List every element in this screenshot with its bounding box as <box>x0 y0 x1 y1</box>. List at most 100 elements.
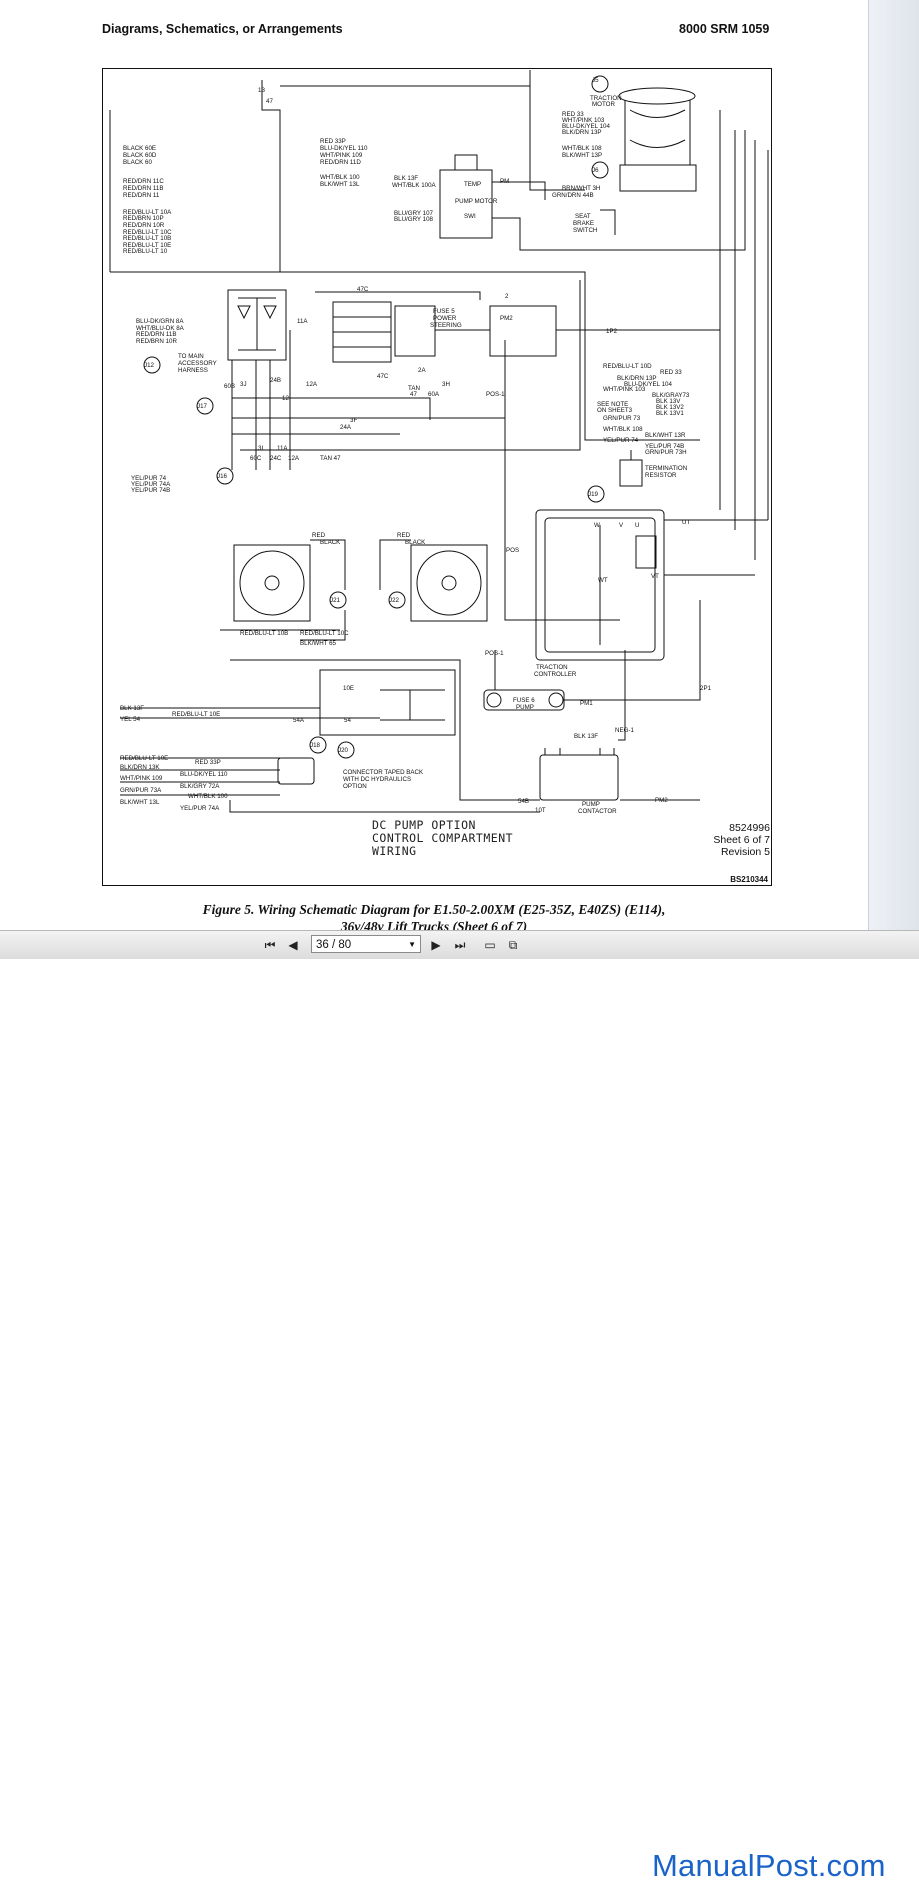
svg-text:TERMINATION: TERMINATION <box>645 465 687 472</box>
svg-text:TRACTION: TRACTION <box>590 95 622 102</box>
prev-page-icon[interactable]: ◀ <box>288 938 298 952</box>
svg-text:POS-1: POS-1 <box>486 391 505 398</box>
svg-text:SWI: SWI <box>464 213 476 220</box>
svg-text:YEL/PUR 74: YEL/PUR 74 <box>603 437 639 444</box>
svg-text:RED/BLU-LT 10E: RED/BLU-LT 10E <box>120 755 168 762</box>
svg-text:J5: J5 <box>592 77 599 84</box>
svg-text:BLK/WHT 65: BLK/WHT 65 <box>300 640 337 647</box>
svg-text:MOTOR: MOTOR <box>592 101 615 108</box>
two-page-icon[interactable]: ⧉ <box>508 938 518 952</box>
svg-text:YEL/PUR 74A: YEL/PUR 74A <box>180 805 220 812</box>
page-number-field[interactable]: 36 / 80 ▼ <box>311 935 421 953</box>
svg-text:RED/BLU-LT 10E: RED/BLU-LT 10E <box>172 711 220 718</box>
svg-text:WHT/PINK 103: WHT/PINK 103 <box>603 386 646 393</box>
svg-text:SEAT: SEAT <box>575 213 591 220</box>
svg-text:BLU/GRY 107: BLU/GRY 107 <box>394 210 434 217</box>
svg-text:3L: 3L <box>258 445 265 452</box>
svg-text:RED/BLU-LT 10B: RED/BLU-LT 10B <box>240 630 288 637</box>
svg-text:PM2: PM2 <box>500 315 513 322</box>
svg-text:BRAKE: BRAKE <box>573 220 594 227</box>
svg-text:J6: J6 <box>592 167 599 174</box>
revision-number: Revision 5 <box>720 846 770 858</box>
svg-text:YEL/PUR 74: YEL/PUR 74 <box>131 475 167 482</box>
svg-text:YEL 54: YEL 54 <box>120 716 141 723</box>
svg-text:POS-1: POS-1 <box>485 650 504 657</box>
svg-text:V: V <box>619 522 624 529</box>
last-page-icon[interactable]: ⏭ <box>454 938 466 952</box>
viewer-side-rail <box>868 0 919 930</box>
svg-text:12A: 12A <box>288 455 300 462</box>
drawing-code: BS210344 <box>730 875 768 884</box>
svg-text:TO MAIN: TO MAIN <box>178 353 204 360</box>
svg-text:POS: POS <box>506 547 519 554</box>
svg-text:3H: 3H <box>442 381 450 388</box>
svg-text:3J: 3J <box>240 381 247 388</box>
svg-text:47C: 47C <box>357 286 369 293</box>
chevron-down-icon[interactable]: ▼ <box>408 940 416 949</box>
svg-text:54B: 54B <box>518 798 529 805</box>
svg-text:PM: PM <box>500 178 509 185</box>
svg-text:RED/BRN 10R: RED/BRN 10R <box>136 338 177 345</box>
svg-text:J22: J22 <box>389 597 400 604</box>
svg-text:J19: J19 <box>588 491 599 498</box>
svg-text:GRN/PUR 73H: GRN/PUR 73H <box>645 449 687 456</box>
watermark-logo: ManualPost.com <box>652 1848 886 1883</box>
svg-text:RESISTOR: RESISTOR <box>645 472 677 479</box>
svg-text:OPTION: OPTION <box>343 783 367 790</box>
svg-text:54A: 54A <box>293 717 305 724</box>
svg-text:60A: 60A <box>428 391 440 398</box>
svg-text:GRN/PUR 73: GRN/PUR 73 <box>603 415 641 422</box>
svg-text:WT: WT <box>598 577 608 584</box>
svg-text:24B: 24B <box>270 377 281 384</box>
svg-text:PUMP: PUMP <box>582 801 600 808</box>
svg-text:BLK/DRN 13K: BLK/DRN 13K <box>120 764 160 771</box>
svg-text:BLK 13V2: BLK 13V2 <box>656 404 684 411</box>
svg-text:FUSE 6: FUSE 6 <box>513 697 535 704</box>
svg-text:WHT/PINK 109: WHT/PINK 109 <box>120 775 163 782</box>
header-section-title: Diagrams, Schematics, or Arrangements <box>102 22 343 36</box>
svg-text:J12: J12 <box>144 362 155 369</box>
svg-text:11A: 11A <box>297 318 308 325</box>
svg-text:J16: J16 <box>217 473 228 480</box>
svg-text:BLK 13F: BLK 13F <box>394 175 418 182</box>
svg-text:BLK/WHT 13R: BLK/WHT 13R <box>645 432 686 439</box>
wiring-schematic: J5 J6 J12 J17 J16 J19 J21 J22 J18 J20 TR… <box>109 70 769 815</box>
svg-text:BLU-DK/GRN 8A: BLU-DK/GRN 8A <box>136 318 184 325</box>
svg-text:CONTROLLER: CONTROLLER <box>534 671 577 678</box>
svg-text:RED 33: RED 33 <box>562 111 584 118</box>
single-page-icon[interactable]: ▭ <box>484 938 496 952</box>
svg-text:BLK/GRY 72A: BLK/GRY 72A <box>180 783 220 790</box>
svg-text:U: U <box>635 522 639 529</box>
svg-text:STEERING: STEERING <box>430 322 462 329</box>
svg-text:TAN 47: TAN 47 <box>320 455 341 462</box>
svg-text:GRN/DRN 44B: GRN/DRN 44B <box>552 192 594 199</box>
svg-text:WHT/BLK 100: WHT/BLK 100 <box>188 793 228 800</box>
svg-text:BLK/DRN 13P: BLK/DRN 13P <box>562 129 602 136</box>
svg-text:TEMP: TEMP <box>464 181 481 188</box>
svg-text:RED/BLU-LT 10D: RED/BLU-LT 10D <box>603 363 652 370</box>
svg-text:BLK/DRN 13P: BLK/DRN 13P <box>617 375 657 382</box>
svg-text:RED: RED <box>312 532 326 539</box>
svg-text:WHT/BLK 100: WHT/BLK 100 <box>320 174 360 181</box>
svg-text:RED/BLU-LT 10C: RED/BLU-LT 10C <box>300 630 349 637</box>
svg-text:54: 54 <box>344 717 351 724</box>
svg-text:BLK 13F: BLK 13F <box>574 733 598 740</box>
svg-text:RED/DRN 10R: RED/DRN 10R <box>123 222 165 229</box>
svg-text:J21: J21 <box>330 597 341 604</box>
svg-text:BLK/WHT 13P: BLK/WHT 13P <box>562 152 602 159</box>
svg-text:WHT/BLK 100A: WHT/BLK 100A <box>392 182 437 189</box>
svg-text:WHT/BLK 108: WHT/BLK 108 <box>562 145 602 152</box>
svg-text:RED/DRN 11D: RED/DRN 11D <box>320 159 361 166</box>
svg-text:BLACK 60D: BLACK 60D <box>123 152 157 159</box>
svg-text:10T: 10T <box>535 807 546 814</box>
svg-text:RED 33P: RED 33P <box>320 138 346 145</box>
diagram-title-line-1: DC PUMP OPTION <box>372 818 476 832</box>
sheet-number: Sheet 6 of 7 <box>713 834 770 846</box>
page-indicator: 36 / 80 <box>316 939 352 951</box>
document-page: Diagrams, Schematics, or Arrangements 80… <box>0 0 868 930</box>
svg-text:RED/BLU-LT 10E: RED/BLU-LT 10E <box>123 242 171 249</box>
next-page-icon[interactable]: ▶ <box>431 938 441 952</box>
first-page-icon[interactable]: ⏮ <box>264 938 276 952</box>
drawing-number: 8524996 <box>729 822 770 834</box>
svg-text:RED: RED <box>397 532 411 539</box>
